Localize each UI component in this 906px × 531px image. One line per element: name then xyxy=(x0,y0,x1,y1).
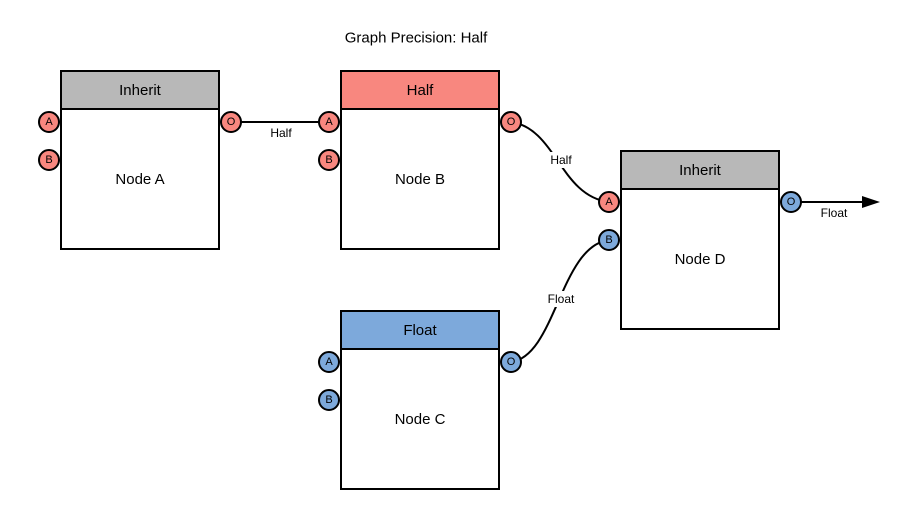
edge-label-a-to-b: Half xyxy=(270,126,292,140)
node-b: Half Node B xyxy=(340,70,500,250)
node-c-label: Node C xyxy=(394,410,446,428)
diagram-title: Graph Precision: Half xyxy=(344,29,488,47)
node-d-port-b: B xyxy=(598,229,620,251)
node-c-port-b: B xyxy=(318,389,340,411)
node-d-port-a: A xyxy=(598,191,620,213)
node-d-label: Node D xyxy=(674,250,726,268)
node-d-port-o: O xyxy=(780,191,802,213)
edge-label-d-output: Float xyxy=(820,206,848,220)
node-d-header: Inherit xyxy=(622,152,778,190)
node-c-port-a: A xyxy=(318,351,340,373)
node-b-port-o: O xyxy=(500,111,522,133)
node-a-port-o: O xyxy=(220,111,242,133)
node-a: Inherit Node A xyxy=(60,70,220,250)
node-b-port-a: A xyxy=(318,111,340,133)
node-a-label: Node A xyxy=(115,170,165,188)
edge-label-b-to-d: Half xyxy=(547,152,575,168)
node-b-port-b: B xyxy=(318,149,340,171)
node-d: Inherit Node D xyxy=(620,150,780,330)
node-c-header: Float xyxy=(342,312,498,350)
node-b-label: Node B xyxy=(394,170,446,188)
node-a-port-b: B xyxy=(38,149,60,171)
node-a-port-a: A xyxy=(38,111,60,133)
edge-label-c-to-d: Float xyxy=(544,291,578,307)
node-b-header: Half xyxy=(342,72,498,110)
node-c: Float Node C xyxy=(340,310,500,490)
node-a-header: Inherit xyxy=(62,72,218,110)
arrowhead-icon xyxy=(862,196,880,208)
node-c-port-o: O xyxy=(500,351,522,373)
